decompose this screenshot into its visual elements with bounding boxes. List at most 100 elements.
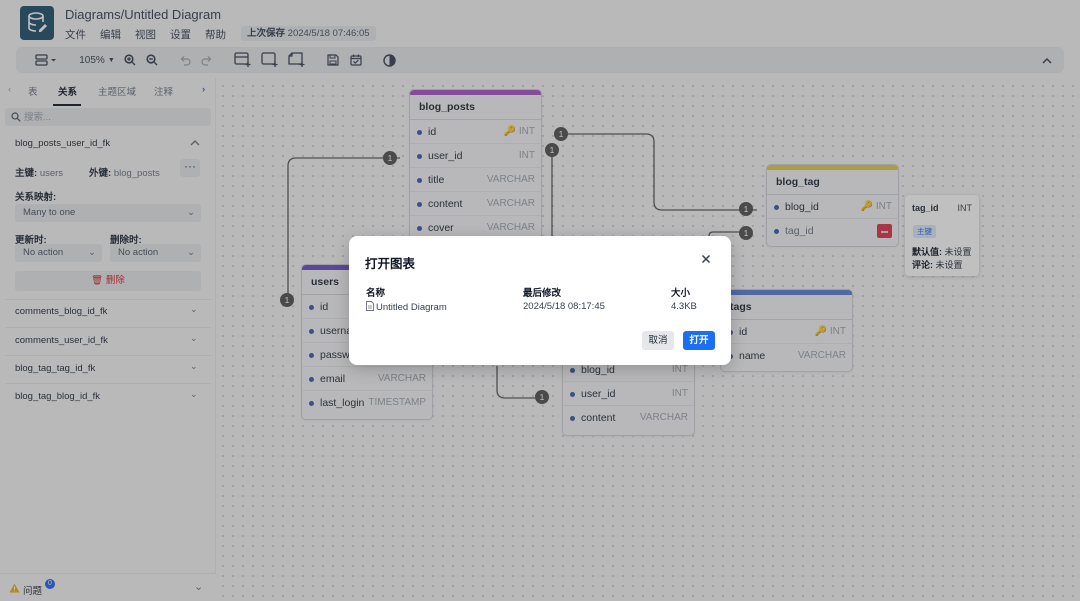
add-note-button[interactable] bbox=[287, 51, 307, 69]
tab-notes[interactable]: 注释 bbox=[154, 87, 174, 98]
close-button[interactable] bbox=[701, 252, 711, 267]
field-dot bbox=[309, 401, 314, 406]
layout-menu-button[interactable] bbox=[34, 51, 58, 69]
divider bbox=[5, 383, 211, 384]
field-name: id bbox=[739, 326, 748, 338]
validate-button[interactable] bbox=[349, 51, 363, 69]
relationship-header[interactable]: comments_blog_id_fk bbox=[15, 306, 108, 317]
on-update-select[interactable]: No action ⌄ bbox=[15, 244, 102, 262]
tooltip-field-name: tag_id bbox=[912, 203, 939, 213]
delete-field-button[interactable] bbox=[877, 224, 892, 238]
relationship-header[interactable]: blog_tag_blog_id_fk bbox=[15, 391, 101, 402]
menu-settings[interactable]: 设置 bbox=[170, 29, 191, 41]
undo-button[interactable] bbox=[178, 51, 192, 69]
table-blog-tag[interactable]: blog_tag blog_id🔑 INT tag_id bbox=[766, 164, 899, 247]
search-input[interactable] bbox=[24, 110, 204, 124]
open-button[interactable]: 打开 bbox=[683, 331, 715, 350]
field-name: content bbox=[581, 412, 616, 424]
menu-view[interactable]: 视图 bbox=[135, 29, 156, 41]
tabs-scroll-left-icon[interactable]: ‹ bbox=[8, 84, 12, 95]
foreign-label-text: 外键: bbox=[89, 168, 112, 179]
field-dot bbox=[309, 353, 314, 358]
cardinality-select[interactable]: Many to one ⌄ bbox=[15, 204, 201, 222]
warning-icon bbox=[9, 583, 20, 593]
primary-key-badge: 主键 bbox=[913, 225, 936, 238]
field-name: name bbox=[739, 350, 766, 362]
calendar-check-icon bbox=[350, 54, 362, 66]
collapse-toolbar-button[interactable] bbox=[1040, 51, 1054, 69]
diagram-canvas[interactable] bbox=[216, 78, 1080, 601]
key-icon: 🔑 bbox=[860, 201, 876, 212]
tab-tables[interactable]: 表 bbox=[28, 87, 38, 98]
chevron-down-icon[interactable]: ⌄ bbox=[190, 333, 198, 343]
tab-subject-areas[interactable]: 主题区域 bbox=[98, 87, 137, 98]
chevron-down-icon[interactable]: ⌄ bbox=[190, 389, 198, 399]
field-name: blog_id bbox=[785, 201, 819, 213]
zoom-out-button[interactable] bbox=[145, 51, 159, 69]
add-table-icon bbox=[234, 52, 251, 67]
theme-toggle-button[interactable] bbox=[382, 51, 396, 69]
add-area-button[interactable] bbox=[260, 51, 280, 69]
field-type: 🔑 INT bbox=[861, 195, 892, 219]
relationship-header[interactable]: comments_user_id_fk bbox=[15, 335, 108, 346]
menu-file[interactable]: 文件 bbox=[65, 29, 86, 41]
on-delete-select[interactable]: No action ⌄ bbox=[110, 244, 201, 262]
chevron-down-icon: ⌄ bbox=[88, 247, 96, 258]
more-options-button[interactable]: ··· bbox=[180, 159, 200, 177]
field-name: user_id bbox=[428, 150, 463, 162]
field-dot bbox=[309, 329, 314, 334]
cancel-button[interactable]: 取消 bbox=[642, 331, 674, 350]
chevron-down-icon: ⌄ bbox=[187, 247, 195, 258]
relationship-header[interactable]: blog_posts_user_id_fk bbox=[15, 138, 111, 149]
dialog-title: 打开图表 bbox=[365, 257, 416, 271]
cardinality-badge: 1 bbox=[739, 202, 753, 216]
diagram-title[interactable]: Diagrams/Untitled Diagram bbox=[65, 7, 222, 22]
delete-relationship-button[interactable]: 🗑 删除 bbox=[15, 271, 201, 291]
zoom-in-button[interactable] bbox=[123, 51, 137, 69]
redo-icon bbox=[201, 55, 212, 66]
field-name: id bbox=[428, 126, 437, 138]
add-table-button[interactable] bbox=[233, 51, 253, 69]
save-button[interactable] bbox=[326, 51, 340, 69]
table-field[interactable]: email VARCHAR bbox=[302, 367, 432, 391]
field-type: VARCHAR bbox=[377, 373, 426, 384]
tabs-scroll-right-icon[interactable]: › bbox=[202, 84, 206, 95]
relationship-header[interactable]: blog_tag_tag_id_fk bbox=[15, 363, 96, 374]
relationship-search[interactable] bbox=[5, 108, 211, 126]
menu-edit[interactable]: 编辑 bbox=[100, 29, 121, 41]
field-tooltip: tag_id INT 主键 默认值: 未设置 评论: 未设置 bbox=[905, 195, 979, 276]
field-name: email bbox=[320, 373, 346, 385]
file-size: 4.3KB bbox=[671, 301, 697, 312]
column-header-size[interactable]: 大小 bbox=[671, 288, 691, 299]
table-field[interactable]: blog_id 🔑 INT bbox=[767, 195, 898, 219]
open-diagram-dialog: 打开图表 名称 最后修改 大小 Untitled Diagram 2024/5/… bbox=[349, 236, 731, 365]
save-status: 上次保存 2024/5/18 07:46:05 bbox=[241, 26, 376, 41]
field-dot bbox=[417, 226, 422, 231]
table-field[interactable]: id🔑 INT bbox=[410, 120, 541, 144]
table-field[interactable]: tag_id bbox=[767, 219, 898, 243]
zoom-select[interactable]: 105% ▼ bbox=[78, 51, 116, 69]
app-logo[interactable] bbox=[20, 6, 54, 40]
menu-help[interactable]: 帮助 bbox=[205, 29, 226, 41]
issues-panel[interactable]: 问题 0 ⌄ bbox=[0, 573, 216, 601]
chevron-down-icon[interactable]: ⌄ bbox=[190, 361, 198, 371]
primary-label-text: 主键: bbox=[15, 168, 38, 179]
chevron-down-icon[interactable]: ⌄ bbox=[190, 304, 198, 314]
tab-relationships[interactable]: 关系 bbox=[58, 87, 78, 98]
redo-button[interactable] bbox=[200, 51, 214, 69]
comment-value: 未设置 bbox=[935, 260, 963, 270]
field-type-text: INT bbox=[518, 126, 535, 137]
file-name-cell[interactable]: Untitled Diagram bbox=[366, 301, 447, 313]
field-dot bbox=[570, 368, 575, 373]
chevron-up-icon[interactable] bbox=[190, 139, 200, 146]
